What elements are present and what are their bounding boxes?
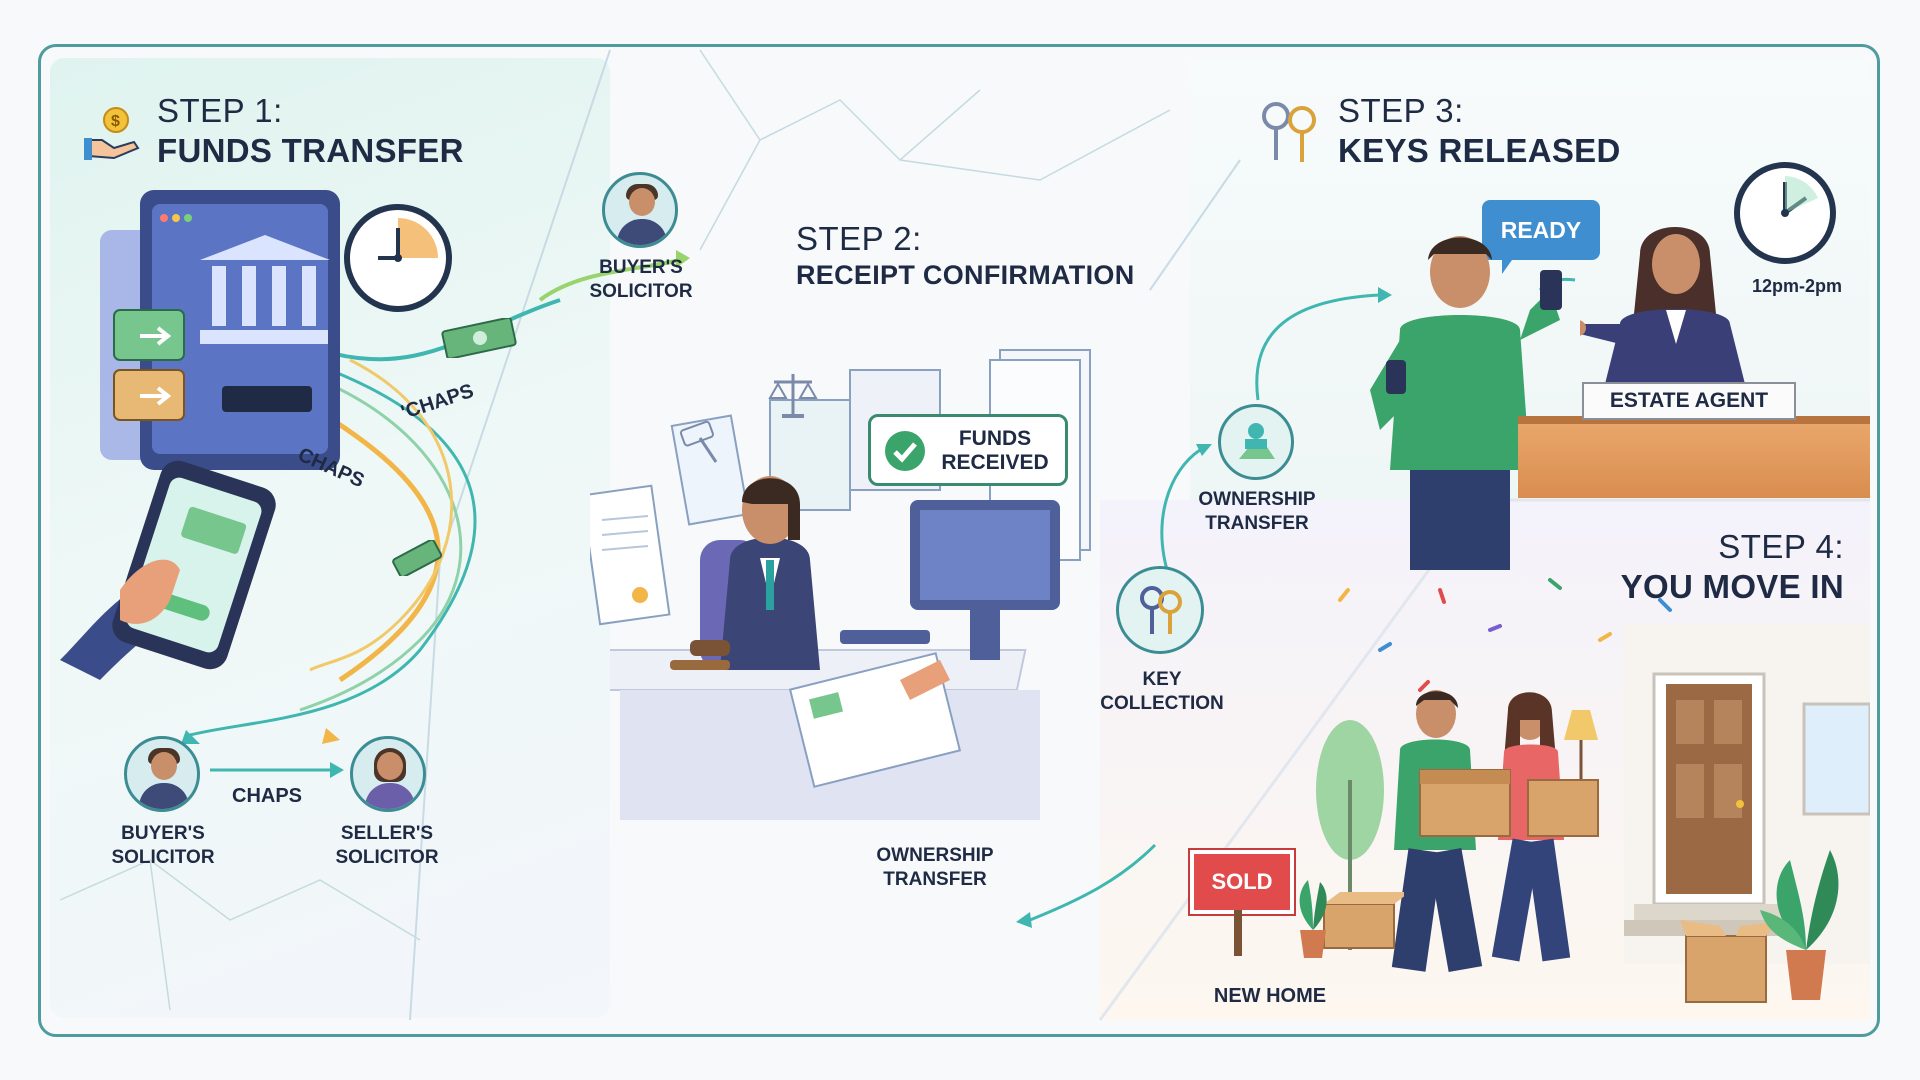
label-line: TRANSFER [883,869,987,890]
buyers-solicitor-avatar-bottom [124,736,200,812]
bank-icon [236,250,237,251]
box-icon-right [1680,916,1780,1006]
step3-heading: STEP 3: KEYS RELEASED [1338,92,1621,170]
step4-heading: STEP 4: YOU MOVE IN [1574,528,1844,606]
ownership-transfer-label-flow: OWNERSHIP TRANSFER [1180,488,1334,536]
gavel-icon [676,418,726,468]
phone-icon [60,450,300,680]
solicitor-desk-illustration [555,440,1110,820]
key-collection-label: KEY COLLECTION [1084,668,1240,716]
label-line: SOLICITOR [111,847,215,868]
label-line: FUNDS [958,427,1032,450]
buyers-solicitor-label-top: BUYER'S SOLICITOR [566,256,716,304]
cash-icon [440,316,524,360]
estate-agent-illustration [1570,224,1780,404]
time-window-label: 12pm-2pm [1751,276,1843,296]
label-line: RECEIVED [941,451,1049,474]
check-icon [885,431,925,471]
label-line: KEY [1142,669,1182,690]
ownership-transfer-icon [1218,404,1294,480]
step4-number: STEP 4: [1718,528,1844,565]
step4-title: YOU MOVE IN [1620,568,1844,605]
sellers-solicitor-avatar [350,736,426,812]
plant-icon-small [1288,880,1338,960]
key-collection-icon [1116,566,1204,654]
sellers-solicitor-label: SELLER'S SOLICITOR [312,822,462,870]
step3-title: KEYS RELEASED [1338,132,1621,169]
new-home-label: NEW HOME [1213,985,1327,1007]
buyers-solicitor-avatar-top [602,172,678,248]
step3-number: STEP 3: [1338,92,1464,129]
clock-icon [344,204,452,312]
label-line: SOLICITOR [589,281,693,302]
label-line: SOLICITOR [335,847,439,868]
outer-frame [38,44,1880,1037]
clock-icon-step3 [1734,162,1836,264]
buyer-collecting-keys-illustration [1350,230,1570,570]
sold-sign-post [1234,910,1242,956]
step1-title: FUNDS TRANSFER [157,132,464,169]
house-door-icon [1624,624,1872,964]
box-icon [1320,890,1410,950]
reception-desk [1518,416,1870,498]
label-line: OWNERSHIP [1198,489,1316,510]
step2-title: RECEIPT CONFIRMATION [796,260,1135,290]
funds-received-callout: FUNDS RECEIVED [868,414,1068,486]
buyers-solicitor-label-bottom: BUYER'S SOLICITOR [88,822,238,870]
label-line: BUYER'S [599,257,683,278]
step2-heading: STEP 2: RECEIPT CONFIRMATION [796,220,1135,291]
cash-icon-small [390,538,450,579]
sold-sign: SOLD [1188,848,1296,916]
couple-moving-in-illustration [1380,690,1610,990]
key-icon [1256,98,1326,168]
funds-received-label: FUNDS RECEIVED [933,427,1057,475]
ready-bubble: READY [1482,200,1600,274]
label-line: BUYER'S [121,823,205,844]
scales-icon [768,370,818,420]
ownership-transfer-label-step2: OWNERSHIP TRANSFER [860,844,1010,892]
chaps-label-bottom: CHAPS [232,785,303,807]
money-hand-icon: $ [84,104,144,164]
label-line: OWNERSHIP [876,845,994,866]
step1-heading: STEP 1: FUNDS TRANSFER [157,92,464,170]
plant-icon [1760,840,1850,1010]
step1-number: STEP 1: [157,92,283,129]
svg-text:$: $ [111,113,120,130]
step2-number: STEP 2: [796,220,922,257]
bank-screen-illustration [100,190,340,480]
label-line: SELLER'S [340,823,434,844]
label-line: COLLECTION [1100,693,1224,714]
label-line: TRANSFER [1205,513,1309,534]
estate-agent-sign: ESTATE AGENT [1582,382,1796,420]
